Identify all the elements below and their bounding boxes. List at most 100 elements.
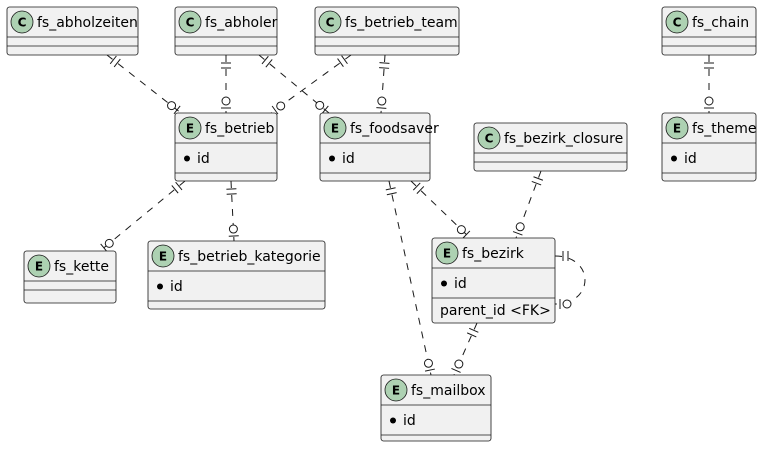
cardinality-one-tick: [265, 59, 273, 68]
entity-badge-icon: [323, 116, 347, 140]
badge-letter: E: [392, 384, 400, 398]
badge-letter: C: [485, 132, 494, 146]
node-title: fs_theme: [692, 121, 756, 137]
entity-badge-icon: [27, 254, 51, 278]
cardinality-one-tick: [113, 58, 121, 68]
badge-letter: C: [186, 16, 195, 30]
cardinality-zero-circle: [377, 96, 387, 106]
node-title: fs_mailbox: [411, 383, 486, 399]
cardinality-one-tick: [385, 187, 396, 191]
node-title: fs_betrieb_team: [345, 15, 458, 31]
relationship-line: [99, 180, 186, 252]
primary-key-bullet-icon: [184, 155, 190, 162]
relationship-line: [554, 255, 586, 305]
cardinality-bar: [321, 105, 329, 114]
entity-badge-icon: [178, 116, 202, 140]
foreign-key-attribute: parent_id <FK>: [440, 303, 551, 319]
cardinality-bar: [424, 368, 435, 372]
relationship-fs-bezirk-closure-to-fs-bezirk[interactable]: [512, 170, 544, 239]
attribute-id: id: [454, 276, 467, 292]
node-title: fs_abholzeiten: [37, 15, 138, 31]
entity-badge-icon: [665, 116, 689, 140]
attribute-id: id: [342, 151, 355, 167]
badge-letter: E: [443, 247, 451, 261]
relationship-fs-bezirk-to-fs-mailbox[interactable]: [451, 322, 479, 376]
relationship-fs-foodsaver-to-fs-bezirk[interactable]: [410, 180, 471, 239]
badge-letter: E: [186, 122, 194, 136]
attribute-id: id: [403, 413, 416, 429]
node-title: fs_kette: [54, 259, 109, 275]
cardinality-one-tick: [171, 185, 179, 194]
node-box: [473, 122, 628, 172]
primary-key-bullet-icon: [671, 155, 677, 162]
node-box: [319, 112, 431, 182]
cardinality-bar: [100, 243, 108, 252]
node-title: fs_chain: [692, 15, 749, 31]
cardinality-bar: [451, 367, 461, 373]
cardinality-zero-circle: [167, 101, 177, 111]
cardinality-bar: [271, 105, 279, 115]
relationship-fs-abholer-to-fs-foodsaver[interactable]: [258, 54, 330, 114]
node-title: fs_bezirk_closure: [504, 131, 623, 147]
node-title: fs_foodsaver: [350, 121, 439, 137]
node-title: fs_betrieb: [205, 121, 274, 137]
badge-letter: E: [159, 250, 167, 264]
relationship-fs-bezirk-to-fs-bezirk[interactable]: [554, 251, 586, 309]
node-box: [380, 374, 492, 442]
entity-badge-icon: [384, 378, 408, 402]
node-box: [431, 237, 556, 324]
relationship-fs-chain-to-fs-theme[interactable]: [704, 55, 714, 113]
relationship-fs-betrieb-team-to-fs-betrieb[interactable]: [270, 54, 352, 115]
cardinality-zero-circle: [228, 224, 238, 234]
node-box: [6, 6, 139, 56]
cardinality-one-tick: [261, 55, 269, 65]
badge-letter: C: [326, 16, 335, 30]
relationship-fs-abholzeiten-to-fs-betrieb[interactable]: [106, 54, 182, 115]
node-box: [147, 240, 326, 310]
class-badge-icon: [477, 126, 501, 150]
relationship-fs-foodsaver-to-fs-mailbox[interactable]: [385, 180, 435, 376]
cardinality-one-tick: [386, 192, 397, 196]
attribute-id: id: [197, 151, 210, 167]
cardinality-zero-circle: [315, 100, 325, 110]
cardinality-bar: [173, 105, 181, 115]
cardinality-bar: [376, 107, 387, 109]
cardinality-zero-circle: [456, 225, 466, 235]
cardinality-zero-circle: [704, 96, 714, 106]
relationship-fs-abholer-to-fs-betrieb[interactable]: [221, 55, 231, 113]
cardinality-one-tick: [416, 186, 425, 194]
cardinality-one-tick: [468, 327, 479, 333]
node-title: fs_abholer: [205, 15, 278, 31]
cardinality-zero-circle: [221, 96, 231, 106]
class-badge-icon: [665, 10, 689, 34]
entity-badge-icon: [151, 244, 175, 268]
cardinality-one-tick: [379, 67, 390, 69]
cardinality-bar: [512, 231, 523, 236]
primary-key-bullet-icon: [329, 155, 335, 162]
primary-key-bullet-icon: [390, 417, 396, 424]
class-badge-icon: [178, 10, 202, 34]
relationship-fs-betrieb-to-fs-kette[interactable]: [99, 180, 186, 252]
relationship-line: [230, 180, 235, 242]
cardinality-one-tick: [531, 180, 542, 186]
cardinality-one-tick: [341, 55, 348, 65]
cardinality-one-tick: [379, 62, 390, 64]
cardinality-one-tick: [412, 182, 421, 191]
attribute-id: id: [170, 279, 183, 295]
edges-layer: [99, 54, 714, 376]
relationship-fs-betrieb-team-to-fs-foodsaver[interactable]: [376, 54, 390, 114]
relationship-fs-betrieb-to-fs-betrieb-kategorie[interactable]: [226, 180, 239, 242]
